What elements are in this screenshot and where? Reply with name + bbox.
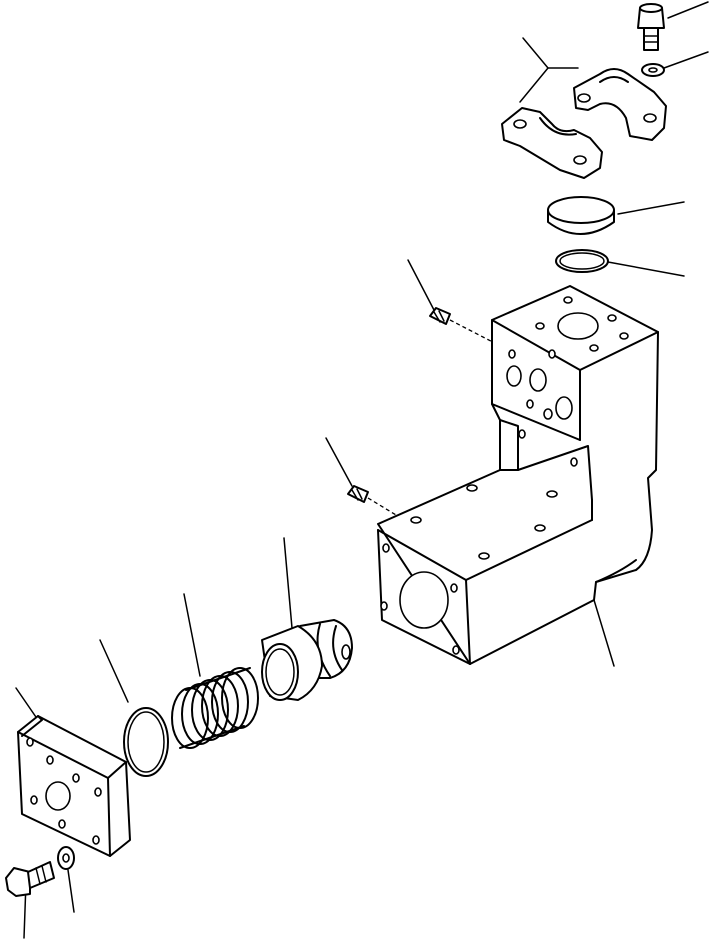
leader-spring	[183, 593, 201, 677]
leader-washer-bottom	[67, 869, 75, 913]
leader-cover-plate	[15, 687, 39, 721]
leader-valve-body	[593, 599, 615, 667]
split-flange-halves	[501, 68, 667, 179]
leader-split-flange-left	[519, 67, 549, 103]
leader-split-flange	[522, 37, 579, 69]
leader-o-ring-cover	[99, 639, 129, 703]
leader-plug-screw-upper	[407, 259, 435, 311]
leader-plug-screw-lower	[325, 437, 353, 487]
leader-flange-bolt	[667, 1, 709, 19]
cover-plate	[17, 715, 131, 857]
leader-plug-cap	[617, 201, 685, 215]
leader-o-ring-top	[607, 261, 685, 277]
leader-lines	[15, 1, 709, 939]
cover-bolt	[5, 861, 55, 897]
spring	[171, 667, 259, 749]
washer-top	[641, 63, 665, 77]
washer-bottom	[57, 846, 75, 870]
plug-cap	[547, 196, 615, 235]
valve-body	[377, 285, 659, 665]
piston	[261, 619, 353, 701]
o-ring-top	[555, 249, 609, 273]
leader-piston	[283, 537, 293, 629]
flange-bolt-top	[637, 3, 665, 51]
o-ring-cover	[123, 707, 169, 777]
leader-washer-top	[663, 51, 709, 69]
